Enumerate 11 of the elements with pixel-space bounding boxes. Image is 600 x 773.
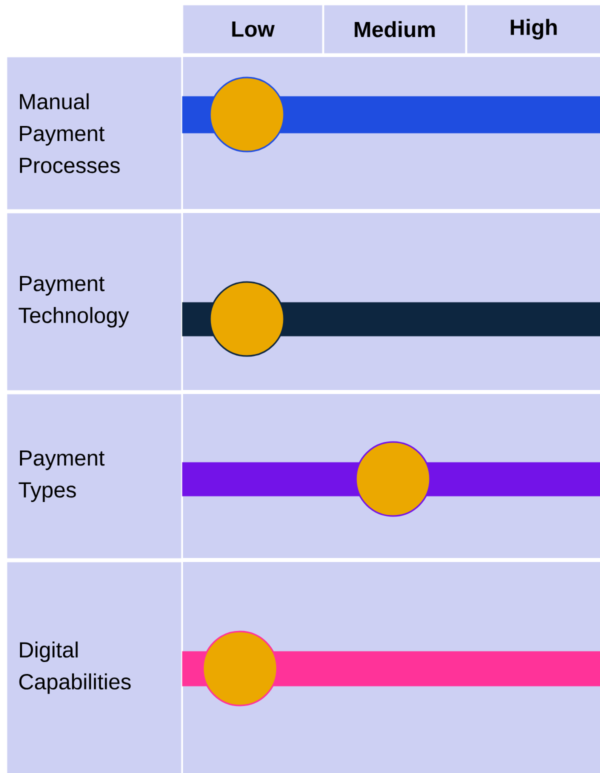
row-label: Payment Types — [7, 394, 182, 558]
row-label: Payment Technology — [7, 213, 182, 390]
row-label: Digital Capabilities — [7, 562, 182, 773]
rating-marker — [355, 441, 431, 517]
header-cell: Low — [183, 5, 322, 54]
rating-marker — [202, 630, 278, 706]
rating-marker — [209, 281, 285, 357]
header-cell: Medium — [324, 5, 466, 54]
header-cell: High — [467, 5, 600, 54]
row-label: Manual Payment Processes — [7, 57, 182, 210]
rating-marker — [209, 76, 285, 152]
